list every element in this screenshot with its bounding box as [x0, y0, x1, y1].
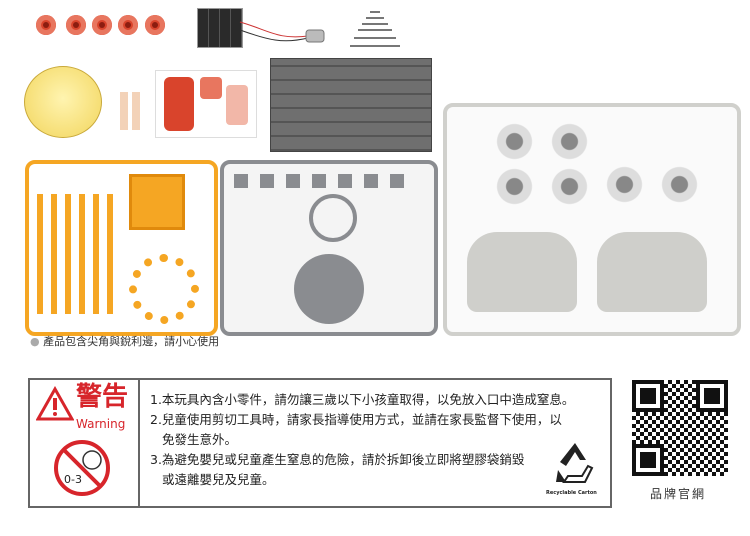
sticker-sheet	[155, 70, 257, 138]
red-gear-part	[145, 15, 165, 35]
light-gray-parts-sprue	[443, 103, 741, 336]
recycle-label: Recyclable Carton	[546, 490, 597, 496]
motor-with-wires	[239, 21, 325, 43]
recycle-icon	[556, 443, 594, 483]
warning-line: 1.本玩具內含小零件，請勿讓三歲以下小孩童取得，以免放入口中造成窒息。	[150, 392, 575, 407]
warning-title-zh: 警告	[76, 382, 129, 412]
warning-title-en: Warning	[76, 417, 126, 431]
wooden-sticks	[120, 92, 128, 130]
yellow-dome-shell	[24, 66, 102, 138]
warning-symbols: 警告 Warning 0-3	[30, 380, 140, 506]
solar-panel	[197, 8, 243, 48]
bullet-icon: ●	[30, 335, 40, 348]
warning-line: 或遠離嬰兒及兒童。	[162, 472, 275, 487]
age-label: 0-3	[64, 473, 82, 486]
qr-code[interactable]	[632, 380, 728, 476]
caution-note: ● 產品包含尖角與銳利邊，請小心使用	[30, 335, 219, 349]
axle-rods	[350, 11, 400, 47]
red-gear-part	[118, 15, 138, 35]
warning-lines: 1.本玩具內含小零件，請勿讓三歲以下小孩童取得，以免放入口中造成窒息。 2.兒童…	[150, 390, 574, 490]
orange-parts-sprue	[25, 160, 218, 336]
warning-line: 2.兒童使用剪切工具時，請家長指導使用方式，並請在家長監督下使用，以	[150, 412, 562, 427]
warning-triangle-icon	[36, 386, 74, 421]
qr-label: 品牌官網	[650, 487, 707, 501]
red-gear-part	[66, 15, 86, 35]
no-under-3-icon	[54, 440, 110, 496]
warning-line: 3.為避免嬰兒或兒童產生窒息的危險，請於拆卸後立即將塑膠袋銷毀	[150, 452, 525, 467]
gray-texture-sheet	[270, 58, 432, 152]
caution-note-text: 產品包含尖角與銳利邊，請小心使用	[43, 335, 220, 348]
warning-line: 免發生意外。	[162, 432, 238, 447]
gray-parts-sprue	[220, 160, 438, 336]
red-gear-part	[92, 15, 112, 35]
warning-box: 警告 Warning 0-3 1.本玩具內含小零件，請勿讓三歲以下小孩童取得，以…	[28, 378, 612, 508]
red-gear-part	[36, 15, 56, 35]
